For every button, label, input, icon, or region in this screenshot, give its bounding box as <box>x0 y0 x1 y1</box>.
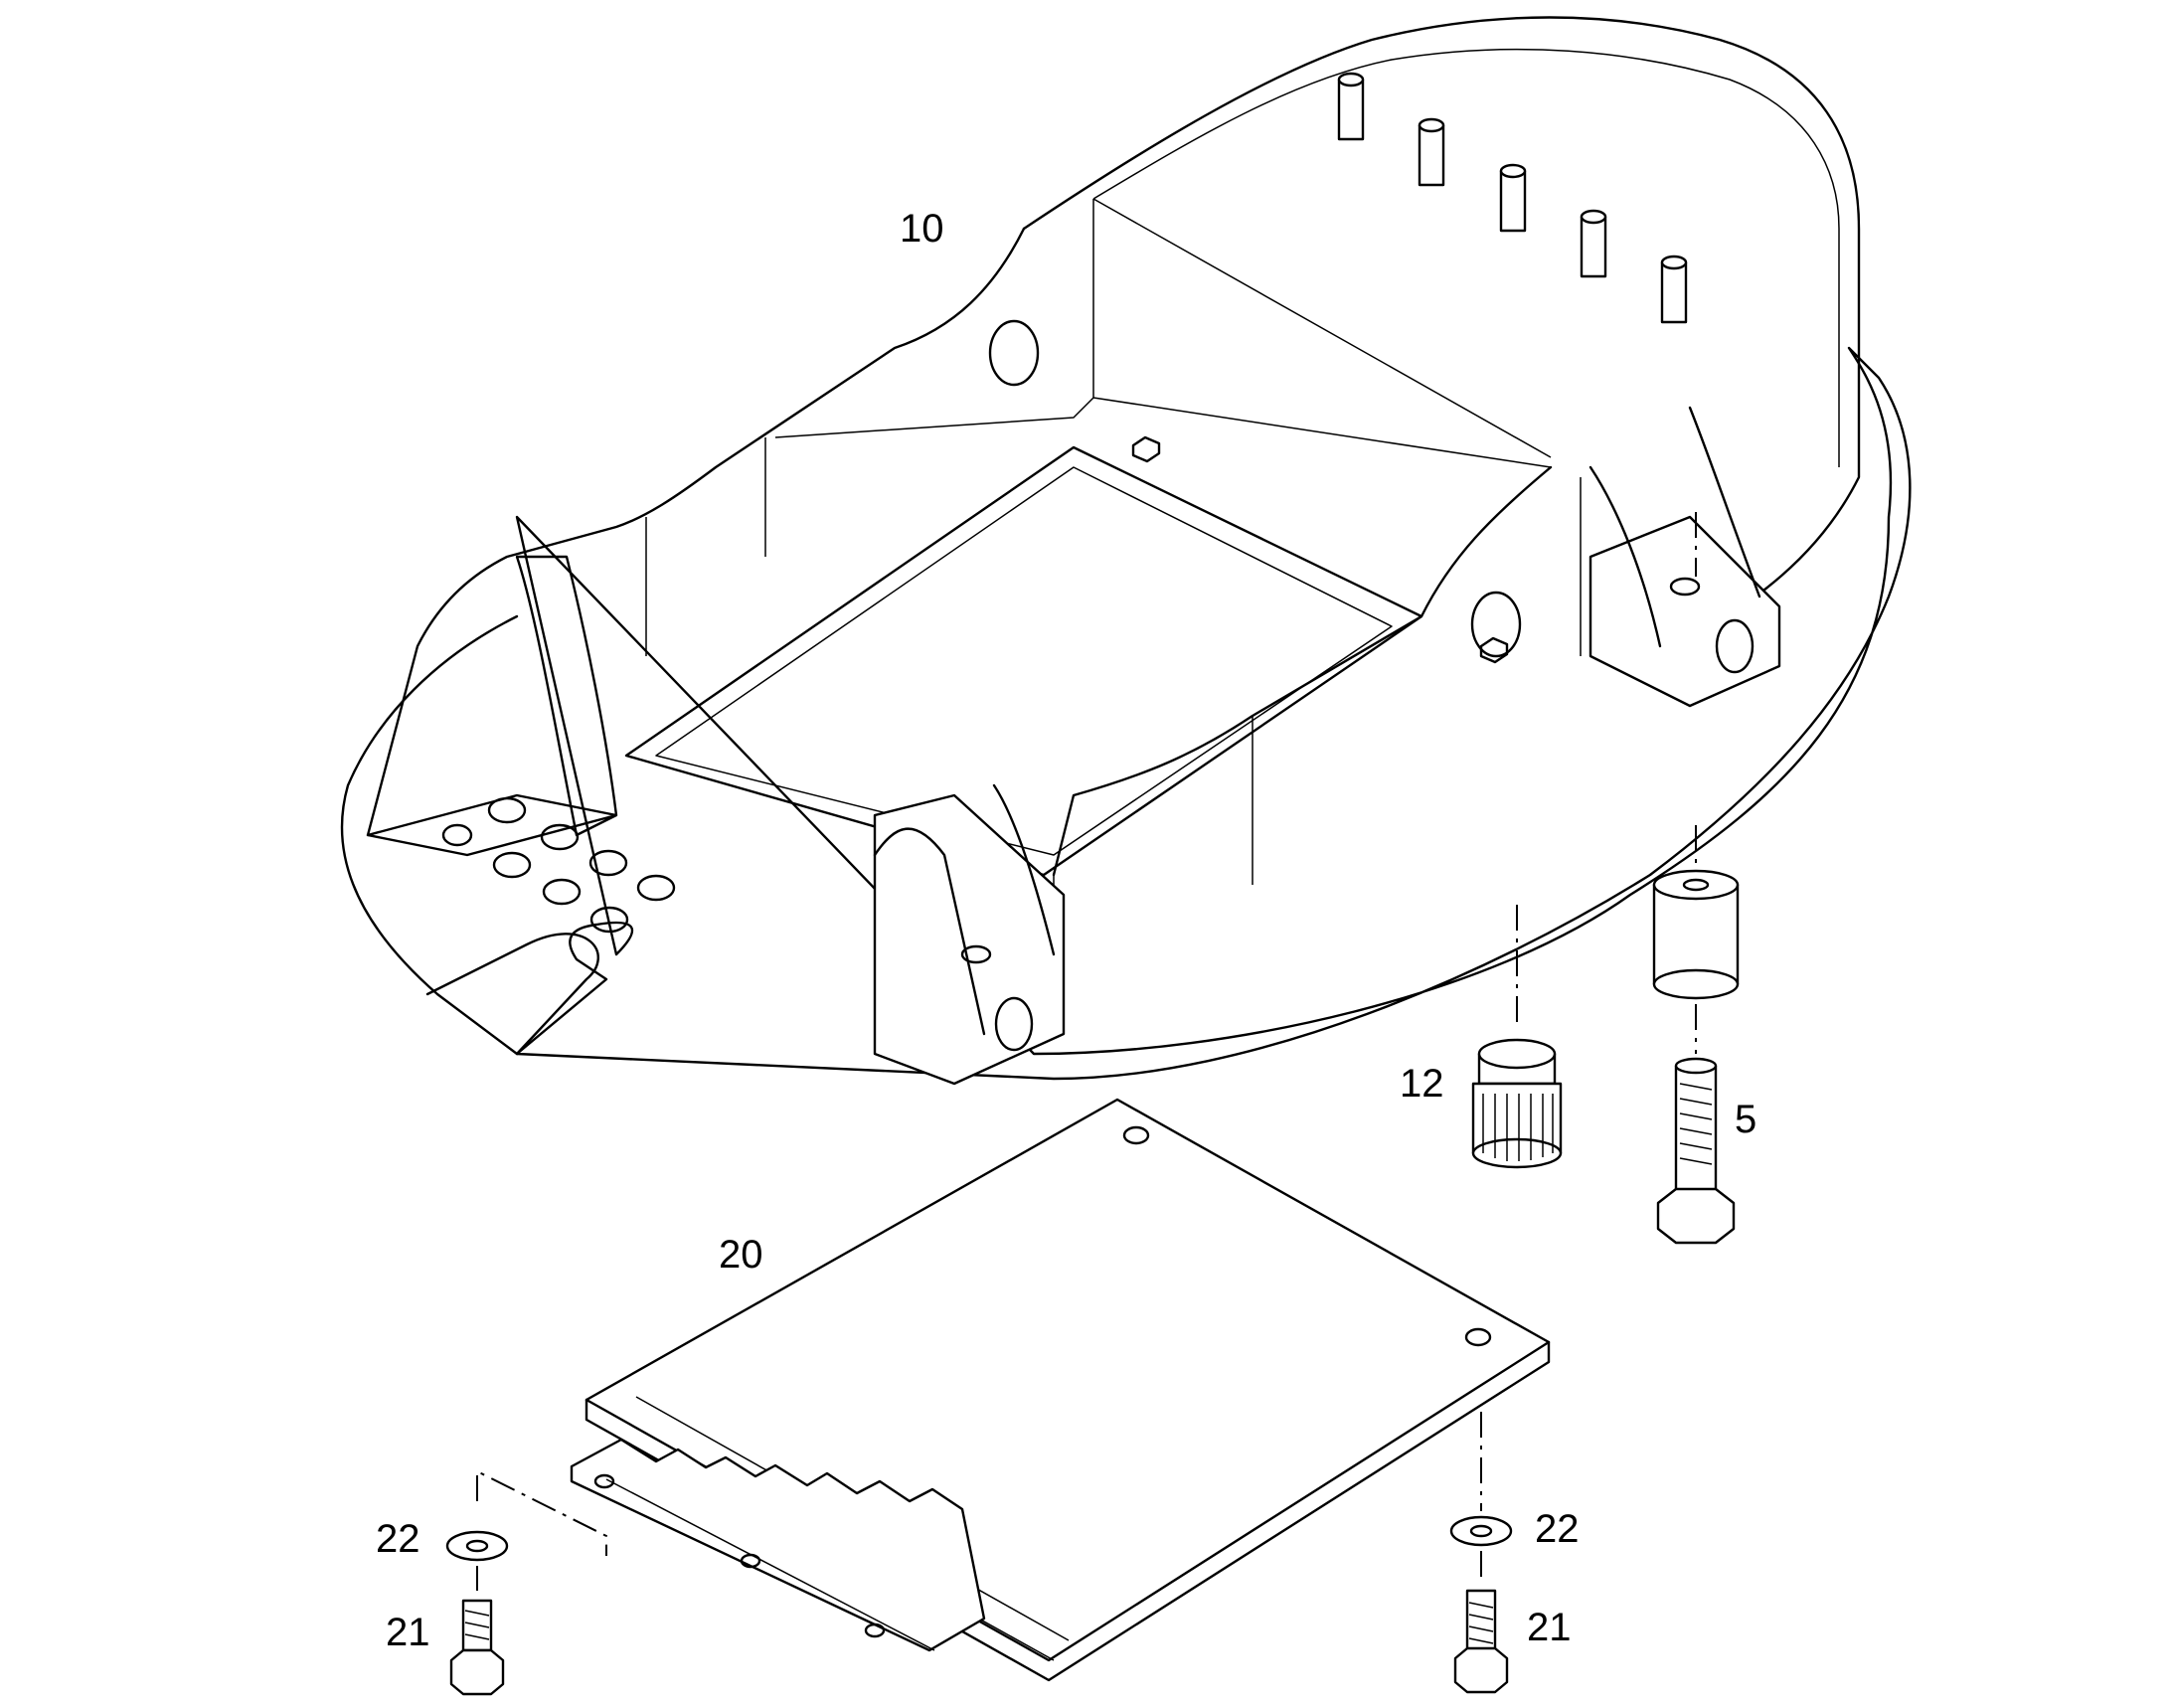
right-side-wall <box>1052 465 1553 877</box>
rear-right-bracket <box>1588 515 1781 708</box>
pin-3 <box>1499 163 1527 233</box>
tub-inner-wall <box>1092 48 1840 467</box>
label-washer-left: 22 <box>376 1517 420 1561</box>
rear-right-bracket-fin <box>1588 406 1761 648</box>
bracket-hole-rear <box>1715 618 1755 674</box>
pin-1 <box>1337 72 1365 141</box>
tray-nut-top <box>1131 435 1161 463</box>
label-base-frame: 10 <box>900 207 944 251</box>
label-screw-right: 21 <box>1527 1606 1572 1649</box>
hinge-hole-2 <box>740 1553 761 1569</box>
right-wall-face <box>1053 477 1582 1034</box>
hinge-hole-1 <box>593 1473 615 1489</box>
base-frame-part <box>340 16 1912 1086</box>
front-right-bracket-fin <box>873 783 1056 1036</box>
bolt-part <box>1652 512 1740 1245</box>
front-left-bracket <box>366 555 618 857</box>
pin-5 <box>1660 255 1688 324</box>
cover-plate <box>585 1098 1551 1662</box>
bracket-hole-front <box>994 996 1034 1052</box>
locating-pins <box>1337 72 1688 324</box>
pin-2 <box>1418 117 1445 187</box>
bracket-slot-front <box>960 944 992 964</box>
label-washer-right: 22 <box>1535 1507 1580 1551</box>
left-washer-screw <box>445 1469 607 1696</box>
cover-plate-edge <box>585 1340 1551 1682</box>
tray-nut-side <box>1479 636 1509 664</box>
bracket-slot-rear <box>1669 577 1701 597</box>
cable-gland-part <box>1471 905 1563 1169</box>
hinge-hole-3 <box>864 1623 886 1638</box>
cover-plate-part <box>570 1098 1551 1682</box>
label-cable-gland: 12 <box>1400 1062 1444 1106</box>
left-side-wall <box>366 227 1026 837</box>
cover-slot-right <box>1464 1327 1492 1347</box>
base-flange-plate <box>515 346 1912 1081</box>
front-right-bracket <box>873 793 1066 1086</box>
label-screw-left: 21 <box>386 1611 430 1654</box>
side-hole-right <box>1470 591 1522 658</box>
right-washer-screw <box>1449 1412 1513 1694</box>
tub-back-panel <box>1092 198 1552 468</box>
side-hole-left <box>988 319 1040 387</box>
label-cover-plate: 20 <box>719 1233 763 1277</box>
hinge-strip <box>570 1438 986 1652</box>
pin-4 <box>1580 209 1607 278</box>
base-flange-cutout <box>425 933 599 1056</box>
tub-outer-wall <box>1022 16 1861 638</box>
flange-holes <box>441 796 676 934</box>
left-wall-inner <box>645 397 1094 656</box>
base-flange-left-edge <box>340 614 519 1056</box>
label-bolt: 5 <box>1735 1098 1757 1141</box>
cover-slot-top <box>1122 1125 1150 1145</box>
inner-tray <box>624 445 1423 877</box>
